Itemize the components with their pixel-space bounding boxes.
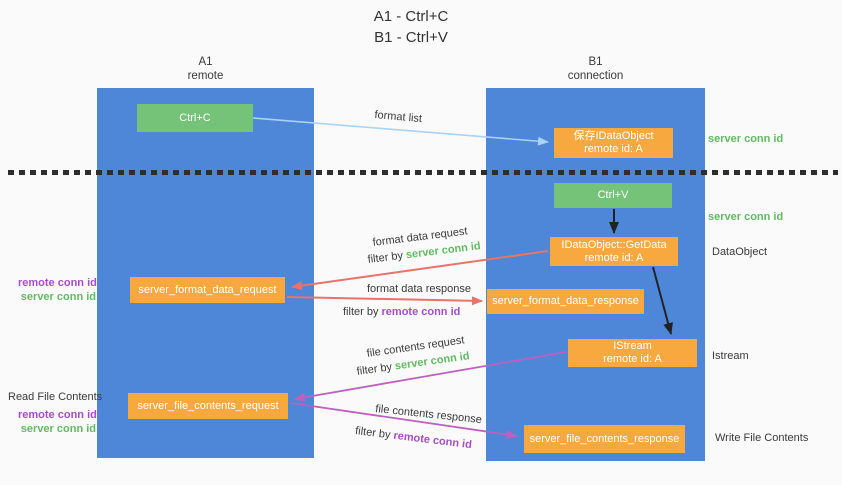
box-server-file-contents-response-label: server_file_contents_response	[529, 432, 680, 445]
remote-conn-id-text: remote conn id	[392, 429, 473, 452]
lane-a1-role: remote	[187, 70, 224, 82]
label-server-conn-id-left-mid: server conn id	[20, 290, 96, 303]
box-server-file-contents-response: server_file_contents_response	[524, 425, 685, 453]
label-filter-by-remote-conn-id-file: filter by remote conn id	[355, 425, 473, 451]
title-line-2: B1 - Ctrl+V	[374, 29, 448, 46]
lane-b1-name: B1	[588, 56, 603, 68]
box-idataobject-getdata-line2: remote id: A	[584, 251, 644, 264]
label-server-conn-id-mid: server conn id	[708, 211, 784, 223]
label-read-file-contents: Read File Contents	[8, 391, 103, 403]
filter-by-prefix: filter by	[367, 249, 407, 266]
arrow-format-data-response	[286, 296, 483, 306]
left-bottom-conn-ids: remote conn id server conn id	[18, 409, 97, 436]
dotted-separator	[8, 170, 838, 175]
label-dataobject: DataObject	[712, 246, 768, 258]
label-filter-by-remote-conn-id-format: filter by remote conn id	[343, 306, 460, 318]
filter-by-prefix: filter by	[343, 306, 382, 318]
filter-by-prefix: filter by	[356, 360, 396, 378]
box-istream: IStream remote id: A	[568, 339, 697, 367]
label-remote-conn-id-bottom: remote conn id	[18, 409, 97, 421]
box-server-format-data-request-label: server_format_data_request	[138, 283, 277, 296]
label-istream: Istream	[712, 350, 749, 362]
diagram-title: A1 - Ctrl+C B1 - Ctrl+V	[321, 6, 501, 48]
box-save-idataobject-line1: 保存IDataObject	[573, 130, 654, 142]
box-ctrl-c-label: Ctrl+C	[179, 111, 211, 124]
label-server-conn-id-top: server conn id	[708, 133, 784, 145]
box-istream-line1: IStream	[613, 340, 652, 352]
box-istream-line2: remote id: A	[603, 353, 662, 365]
lane-a1-name: A1	[198, 56, 213, 68]
box-server-format-data-response: server_format_data_response	[487, 289, 644, 314]
left-mid-conn-ids: remote conn id server conn id	[18, 277, 97, 304]
label-remote-conn-id-mid: remote conn id	[18, 277, 97, 289]
box-save-idataobject-line2: remote id: A	[584, 143, 643, 155]
box-idataobject-getdata: IDataObject::GetData remote id: A	[550, 237, 678, 266]
label-file-contents-response: file contents response	[374, 403, 483, 427]
box-ctrl-v: Ctrl+V	[554, 183, 672, 208]
box-server-file-contents-request: server_file_contents_request	[128, 393, 288, 419]
lane-header-b1: B1 connection	[486, 55, 705, 83]
box-server-file-contents-request-label: server_file_contents_request	[137, 399, 279, 412]
label-write-file-contents: Write File Contents	[715, 432, 809, 444]
box-save-idataobject: 保存IDataObject remote id: A	[554, 128, 673, 158]
lane-b1-role: connection	[567, 70, 624, 82]
label-format-data-response: format data response	[367, 283, 471, 295]
box-ctrl-c: Ctrl+C	[137, 104, 253, 132]
label-server-conn-id-left-bottom: server conn id	[20, 422, 96, 435]
label-format-list: format list	[373, 109, 423, 126]
box-server-format-data-response-label: server_format_data_response	[492, 295, 639, 307]
remote-conn-id-text: remote conn id	[381, 306, 461, 318]
box-server-format-data-request: server_format_data_request	[130, 277, 285, 303]
title-line-1: A1 - Ctrl+C	[373, 8, 449, 25]
filter-by-prefix: filter by	[354, 425, 395, 442]
box-idataobject-getdata-line1: IDataObject::GetData	[561, 238, 667, 251]
lane-header-a1: A1 remote	[97, 55, 314, 83]
box-ctrl-v-label: Ctrl+V	[597, 189, 629, 201]
